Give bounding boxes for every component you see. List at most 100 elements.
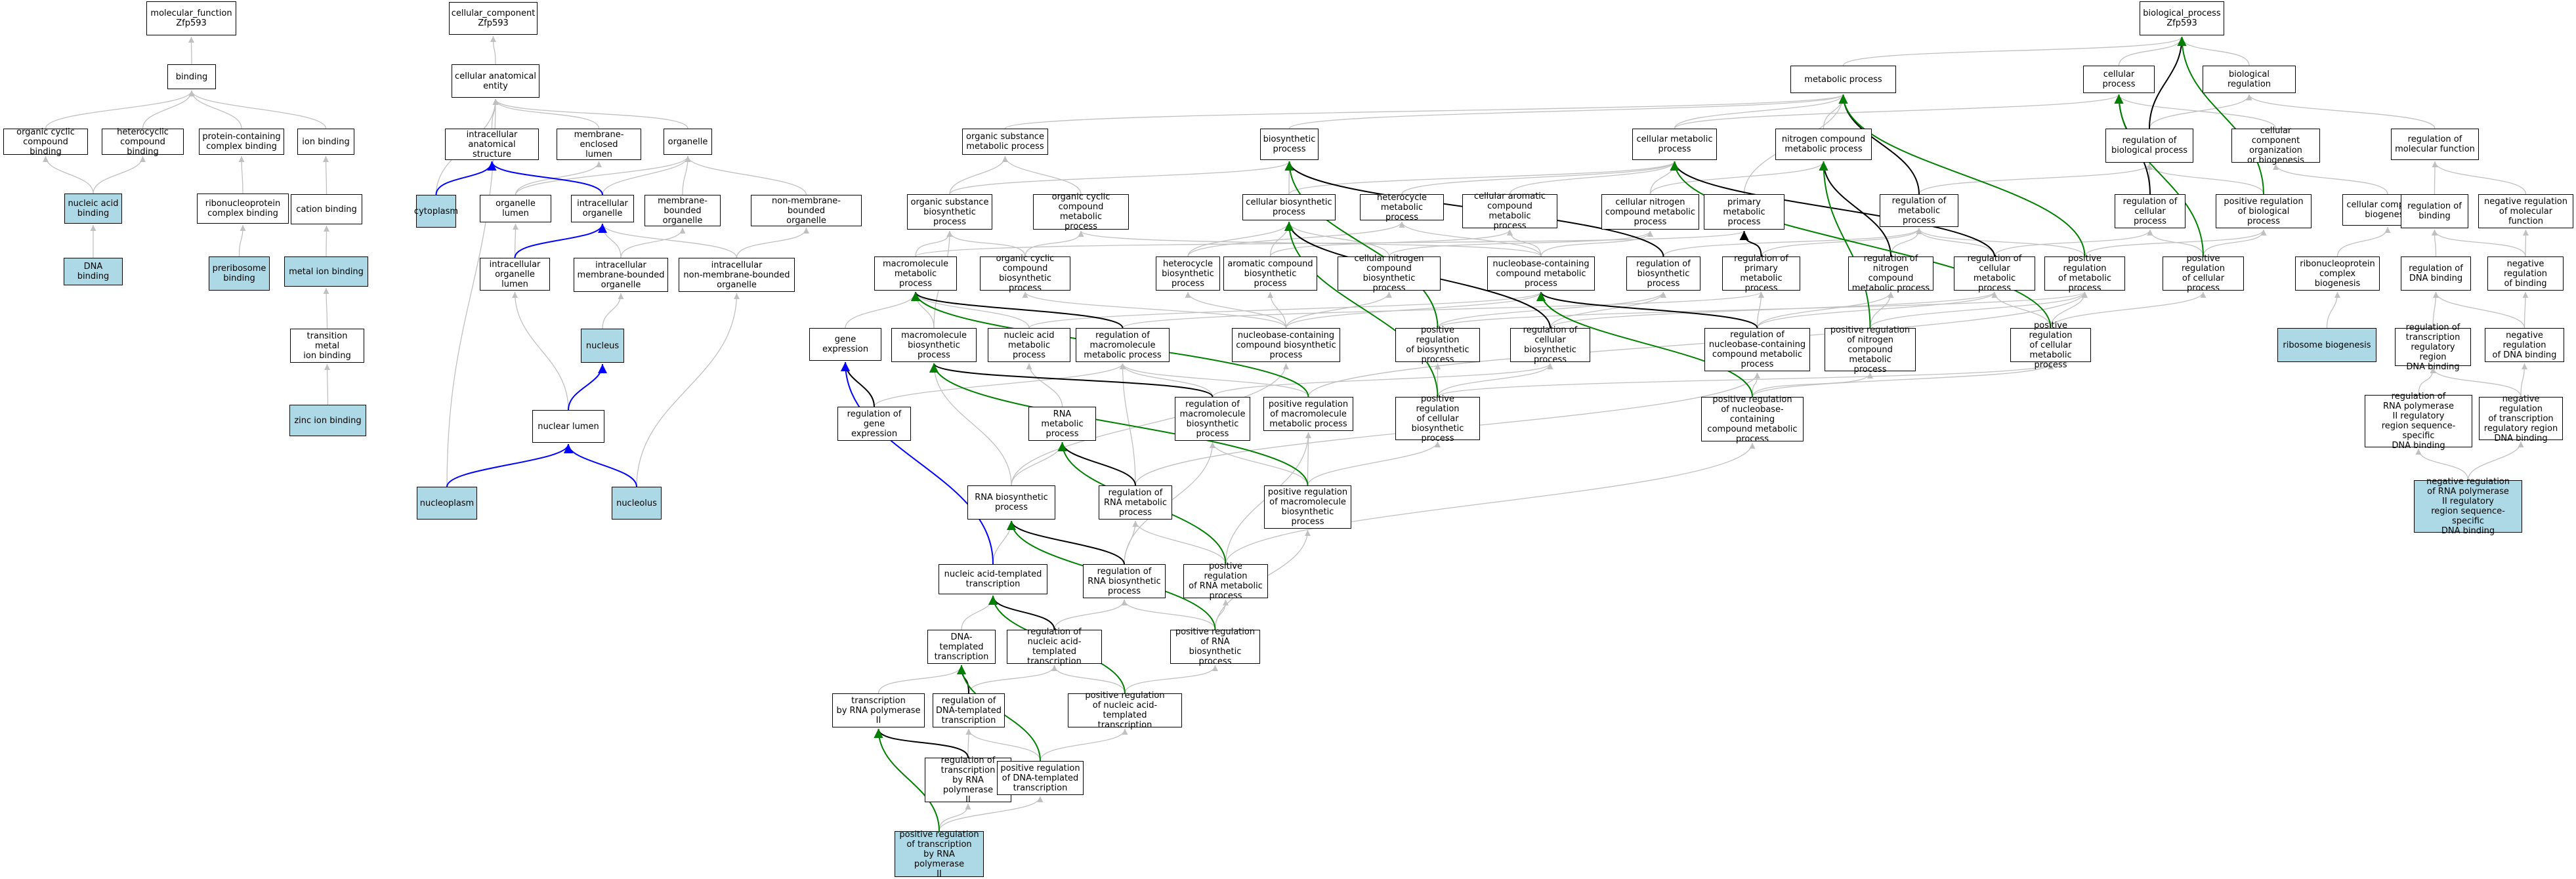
go-term-n48[interactable]: cellular nitrogen compound metabolic pro… xyxy=(1601,194,1699,230)
go-term-n58[interactable]: heterocycle biosynthetic process xyxy=(1156,256,1220,291)
go-term-n101[interactable]: positive regulation of RNA biosynthetic … xyxy=(1170,627,1260,666)
go-term-n12[interactable]: metal ion binding xyxy=(284,256,368,287)
go-term-n91[interactable]: negative regulation of transcription reg… xyxy=(2479,394,2563,443)
go-term-n70[interactable]: negative regulation of binding xyxy=(2487,256,2564,291)
go-term-n60[interactable]: cellular nitrogen compound biosynthetic … xyxy=(1338,254,1441,293)
go-term-n77[interactable]: regulation of cellular biosynthetic proc… xyxy=(1510,325,1590,365)
go-term-n45[interactable]: cellular biosynthetic process xyxy=(1242,194,1336,220)
go-term-n56[interactable]: macromolecule metabolic process xyxy=(874,256,957,291)
go-term-n96[interactable]: nucleic acid-templated transcription xyxy=(939,564,1047,594)
go-term-n28[interactable]: nucleus xyxy=(581,329,624,363)
go-term-n40[interactable]: regulation of biological process xyxy=(2105,129,2193,163)
go-term-n5[interactable]: protein-containing complex binding xyxy=(199,129,284,155)
go-term-n75[interactable]: nucleobase-containing compound biosynthe… xyxy=(1232,328,1340,362)
go-term-n61[interactable]: nucleobase-containing compound metabolic… xyxy=(1487,256,1595,291)
go-term-n88[interactable]: positive regulation of cellular biosynth… xyxy=(1395,394,1480,443)
go-term-n78[interactable]: regulation of nucleobase-containing comp… xyxy=(1704,328,1810,371)
go-term-n81[interactable]: ribosome biogenesis xyxy=(2277,328,2376,362)
go-term-n69[interactable]: regulation of DNA binding xyxy=(2401,256,2471,291)
go-term-n7[interactable]: nucleic acid binding xyxy=(64,194,122,224)
go-term-n31[interactable]: nucleolus xyxy=(612,487,662,520)
go-term-n74[interactable]: regulation of macromolecule metabolic pr… xyxy=(1076,328,1170,362)
go-term-n19[interactable]: organelle xyxy=(664,129,712,155)
go-term-n24[interactable]: non-membrane-bounded organelle xyxy=(751,195,862,226)
go-term-n72[interactable]: macromolecule biosynthetic process xyxy=(891,328,977,362)
go-term-n33[interactable]: metabolic process xyxy=(1790,66,1896,93)
go-term-n67[interactable]: positive regulation of cellular process xyxy=(2163,254,2244,293)
go-term-n20[interactable]: cytoplasm xyxy=(414,195,458,228)
go-term-n26[interactable]: intracellular membrane-bounded organelle xyxy=(574,258,668,292)
go-term-n103[interactable]: regulation of DNA-templated transcriptio… xyxy=(933,693,1005,727)
go-term-n17[interactable]: intracellular anatomical structure xyxy=(445,129,539,160)
go-term-n25[interactable]: intracellular organelle lumen xyxy=(480,258,550,291)
go-term-n63[interactable]: regulation of primary metabolic process xyxy=(1722,254,1800,293)
go-term-n35[interactable]: biological regulation xyxy=(2203,66,2296,93)
go-term-n16[interactable]: cellular anatomical entity xyxy=(452,64,539,98)
go-term-n76[interactable]: positive regulation of biosynthetic proc… xyxy=(1395,325,1480,365)
go-term-n29[interactable]: nuclear lumen xyxy=(532,410,604,443)
go-term-n43[interactable]: organic substance biosynthetic process xyxy=(907,194,992,230)
go-term-n15[interactable]: cellular_component Zfp593 xyxy=(449,2,538,35)
go-term-n23[interactable]: membrane-bounded organelle xyxy=(644,195,721,226)
go-term-n46[interactable]: heterocycle metabolic process xyxy=(1360,193,1444,222)
go-term-n11[interactable]: preribosome binding xyxy=(209,256,270,291)
go-term-n1[interactable]: molecular_function Zfp593 xyxy=(146,1,236,35)
go-term-n6[interactable]: ion binding xyxy=(297,129,354,155)
go-term-n90[interactable]: regulation of RNA polymerase II regulato… xyxy=(2365,392,2472,451)
go-term-n41[interactable]: cellular component organization or bioge… xyxy=(2231,126,2320,165)
go-term-n68[interactable]: ribonucleoprotein complex biogenesis xyxy=(2295,256,2380,291)
go-term-n22[interactable]: intracellular organelle xyxy=(571,195,634,222)
go-term-n97[interactable]: regulation of RNA biosynthetic process xyxy=(1083,564,1166,598)
go-term-n95[interactable]: negative regulation of RNA polymerase II… xyxy=(2414,477,2522,536)
go-term-n100[interactable]: regulation of nucleic acid-templated tra… xyxy=(1007,627,1102,666)
go-term-n92[interactable]: RNA biosynthetic process xyxy=(967,485,1055,520)
go-term-n84[interactable]: regulation of gene expression xyxy=(837,407,911,441)
go-term-n94[interactable]: positive regulation of macromolecule bio… xyxy=(1264,485,1351,529)
go-term-n106[interactable]: positive regulation of DNA-templated tra… xyxy=(997,761,1084,795)
go-term-n18[interactable]: membrane-enclosed lumen xyxy=(557,129,641,160)
go-term-n62[interactable]: regulation of biosynthetic process xyxy=(1626,256,1700,291)
go-term-n93[interactable]: regulation of RNA metabolic process xyxy=(1099,485,1172,520)
go-term-n44[interactable]: organic cyclic compound metabolic proces… xyxy=(1033,192,1129,232)
go-term-n36[interactable]: organic substance metabolic process xyxy=(962,129,1048,155)
go-term-n104[interactable]: positive regulation of nucleic acid-temp… xyxy=(1068,691,1182,730)
go-term-n13[interactable]: transition metal ion binding xyxy=(290,329,364,363)
go-term-n87[interactable]: positive regulation of macromolecule met… xyxy=(1263,397,1353,431)
go-term-n10[interactable]: DNA binding xyxy=(64,258,123,285)
go-term-n107[interactable]: positive regulation of transcription by … xyxy=(895,830,984,879)
go-term-n30[interactable]: nucleoplasm xyxy=(417,487,477,520)
go-term-n80[interactable]: positive regulation of cellular metaboli… xyxy=(2010,321,2091,370)
go-term-n89[interactable]: positive regulation of nucleobase-contai… xyxy=(1701,395,1804,444)
go-term-n37[interactable]: biosynthetic process xyxy=(1260,129,1319,160)
go-term-n66[interactable]: positive regulation of metabolic process xyxy=(2044,254,2125,293)
go-term-n82[interactable]: regulation of transcription regulatory r… xyxy=(2395,323,2471,372)
go-term-n54[interactable]: regulation of binding xyxy=(2401,194,2468,228)
go-term-n8[interactable]: ribonucleoprotein complex binding xyxy=(197,194,289,224)
go-term-n55[interactable]: negative regulation of molecular functio… xyxy=(2478,194,2573,228)
go-term-n65[interactable]: regulation of cellular metabolic process xyxy=(1954,254,2035,293)
go-term-n4[interactable]: heterocyclic compound binding xyxy=(102,127,184,157)
go-term-n73[interactable]: nucleic acid metabolic process xyxy=(988,328,1070,362)
go-term-n49[interactable]: primary metabolic process xyxy=(1704,194,1784,230)
go-term-n52[interactable]: positive regulation of biological proces… xyxy=(2216,194,2312,228)
go-term-n34[interactable]: cellular process xyxy=(2083,66,2155,93)
go-term-n86[interactable]: regulation of macromolecule biosynthetic… xyxy=(1175,397,1250,441)
go-term-n42[interactable]: regulation of molecular function xyxy=(2391,129,2479,160)
go-term-n71[interactable]: gene expression xyxy=(809,328,881,361)
go-term-n98[interactable]: positive regulation of RNA metabolic pro… xyxy=(1183,562,1268,601)
go-term-n38[interactable]: cellular metabolic process xyxy=(1632,129,1717,160)
go-term-n83[interactable]: negative regulation of DNA binding xyxy=(2485,328,2564,362)
go-term-n2[interactable]: binding xyxy=(167,64,216,89)
go-term-n14[interactable]: zinc ion binding xyxy=(289,405,366,436)
go-term-n79[interactable]: positive regulation of nitrogen compound… xyxy=(1825,325,1916,375)
go-term-n50[interactable]: regulation of metabolic process xyxy=(1880,194,1958,227)
go-term-n32[interactable]: biological_process Zfp593 xyxy=(2140,1,2224,35)
go-term-n39[interactable]: nitrogen compound metabolic process xyxy=(1775,129,1872,160)
go-term-n85[interactable]: RNA metabolic process xyxy=(1028,407,1096,441)
go-term-n21[interactable]: organelle lumen xyxy=(480,195,551,222)
go-term-n3[interactable]: organic cyclic compound binding xyxy=(3,127,88,157)
go-term-n51[interactable]: regulation of cellular process xyxy=(2115,194,2185,228)
go-term-n99[interactable]: DNA-templated transcription xyxy=(927,630,996,664)
go-term-n27[interactable]: intracellular non-membrane-bounded organ… xyxy=(679,258,795,292)
go-term-n102[interactable]: transcription by RNA polymerase II xyxy=(832,693,925,727)
